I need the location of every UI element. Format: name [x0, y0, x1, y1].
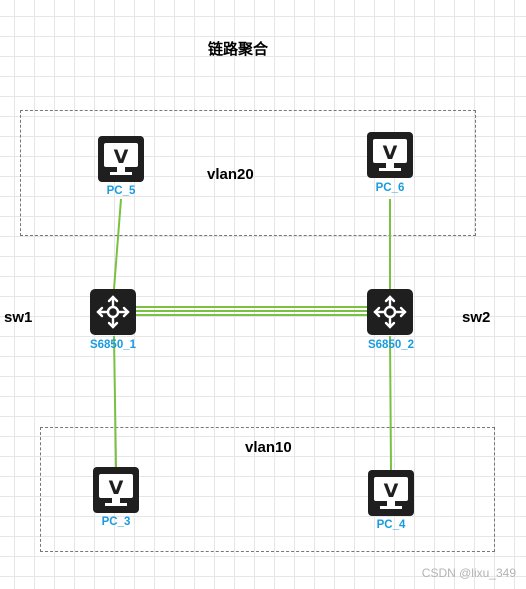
svg-text:V: V [384, 480, 399, 502]
pc5-label: PC_5 [106, 185, 136, 197]
pc6-monitor-icon[interactable]: V [367, 132, 413, 178]
vlan20-label: vlan20 [207, 166, 254, 183]
pc4-monitor-icon[interactable]: V [368, 470, 414, 516]
diagram-title: 链路聚合 [207, 41, 268, 58]
watermark: CSDN @lixu_349 [421, 566, 516, 580]
pc3-monitor-icon[interactable]: V [93, 467, 139, 513]
sw1-device-label: S6850_1 [89, 339, 137, 351]
vlan20-group-box [20, 110, 476, 236]
sw1-switch-icon[interactable] [90, 289, 136, 335]
pc5-monitor-icon[interactable]: V [98, 136, 144, 182]
aggregated-link [136, 306, 368, 316]
sw2-name: sw2 [462, 309, 491, 326]
svg-text:V: V [109, 477, 124, 499]
vlan10-label: vlan10 [245, 439, 292, 456]
link-sw2-pc4 [389, 335, 392, 471]
sw1-name: sw1 [4, 309, 33, 326]
vlan10-group-box [40, 427, 495, 552]
link-sw1-pc3 [113, 335, 117, 468]
pc4-label: PC_4 [376, 519, 406, 531]
svg-text:V: V [383, 142, 398, 164]
sw2-switch-icon[interactable] [367, 289, 413, 335]
link-pc5-sw1 [113, 198, 122, 290]
pc3-label: PC_3 [101, 516, 131, 528]
sw2-device-label: S6850_2 [367, 339, 415, 351]
svg-text:V: V [114, 146, 129, 168]
pc6-label: PC_6 [375, 182, 405, 194]
